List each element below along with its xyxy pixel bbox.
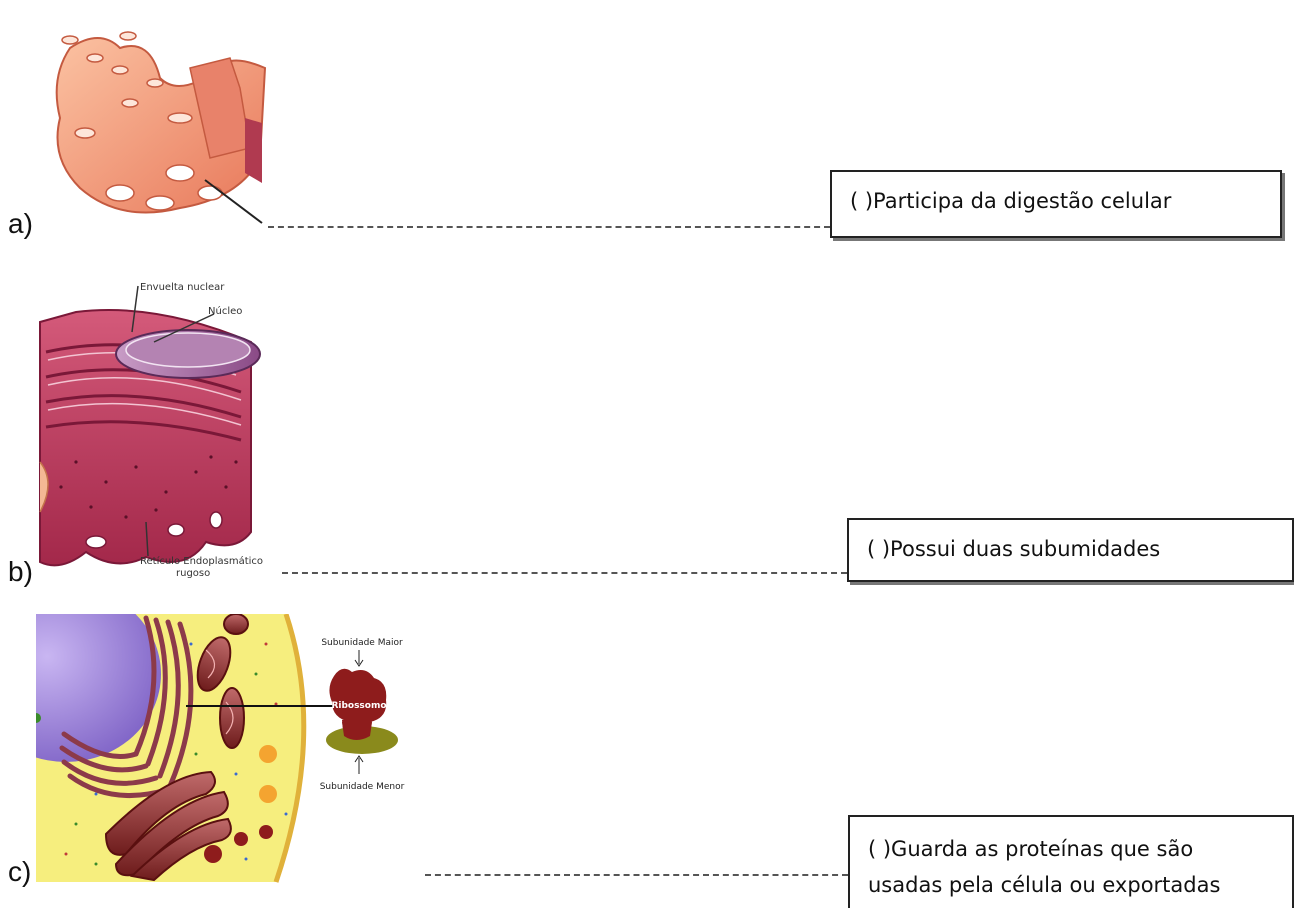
label-nuclear-envelope: Envuelta nuclear <box>140 282 225 293</box>
item-a-letter: a) <box>8 208 33 240</box>
label-ribosome: Ribossomo <box>331 701 386 711</box>
cell-ribosome-illustration: Ribossomo Subunidade Maior Subunidade Me… <box>36 614 416 884</box>
label-large-subunit: Subunidade Maior <box>321 638 403 648</box>
connector-a <box>268 226 830 228</box>
label-rer-line1: Retículo Endoplasmático <box>140 555 263 567</box>
label-nucleus: Núcleo <box>208 305 242 317</box>
rough-er-illustration: Envuelta nuclear Núcleo Retículo Endopla… <box>36 272 266 584</box>
statement-box-c: ( )Guarda as proteínas que são usadas pe… <box>848 815 1294 908</box>
connector-c <box>425 874 848 876</box>
item-c-letter: c) <box>8 856 31 888</box>
statement-box-b: ( )Possui duas subumidades <box>847 518 1294 582</box>
statement-c-line1: ( )Guarda as proteínas que são <box>868 831 1274 867</box>
label-rer-line2: rugoso <box>176 568 210 579</box>
statement-c-line2: usadas pela célula ou exportadas <box>868 867 1274 903</box>
statement-a-text: ( )Participa da digestão celular <box>850 189 1171 213</box>
statement-box-a: ( )Participa da digestão celular <box>830 170 1282 238</box>
item-b-letter: b) <box>8 556 33 588</box>
connector-b <box>282 572 847 574</box>
golgi-illustration <box>40 8 280 228</box>
statement-b-text: ( )Possui duas subumidades <box>867 537 1160 561</box>
label-small-subunit: Subunidade Menor <box>320 782 405 792</box>
